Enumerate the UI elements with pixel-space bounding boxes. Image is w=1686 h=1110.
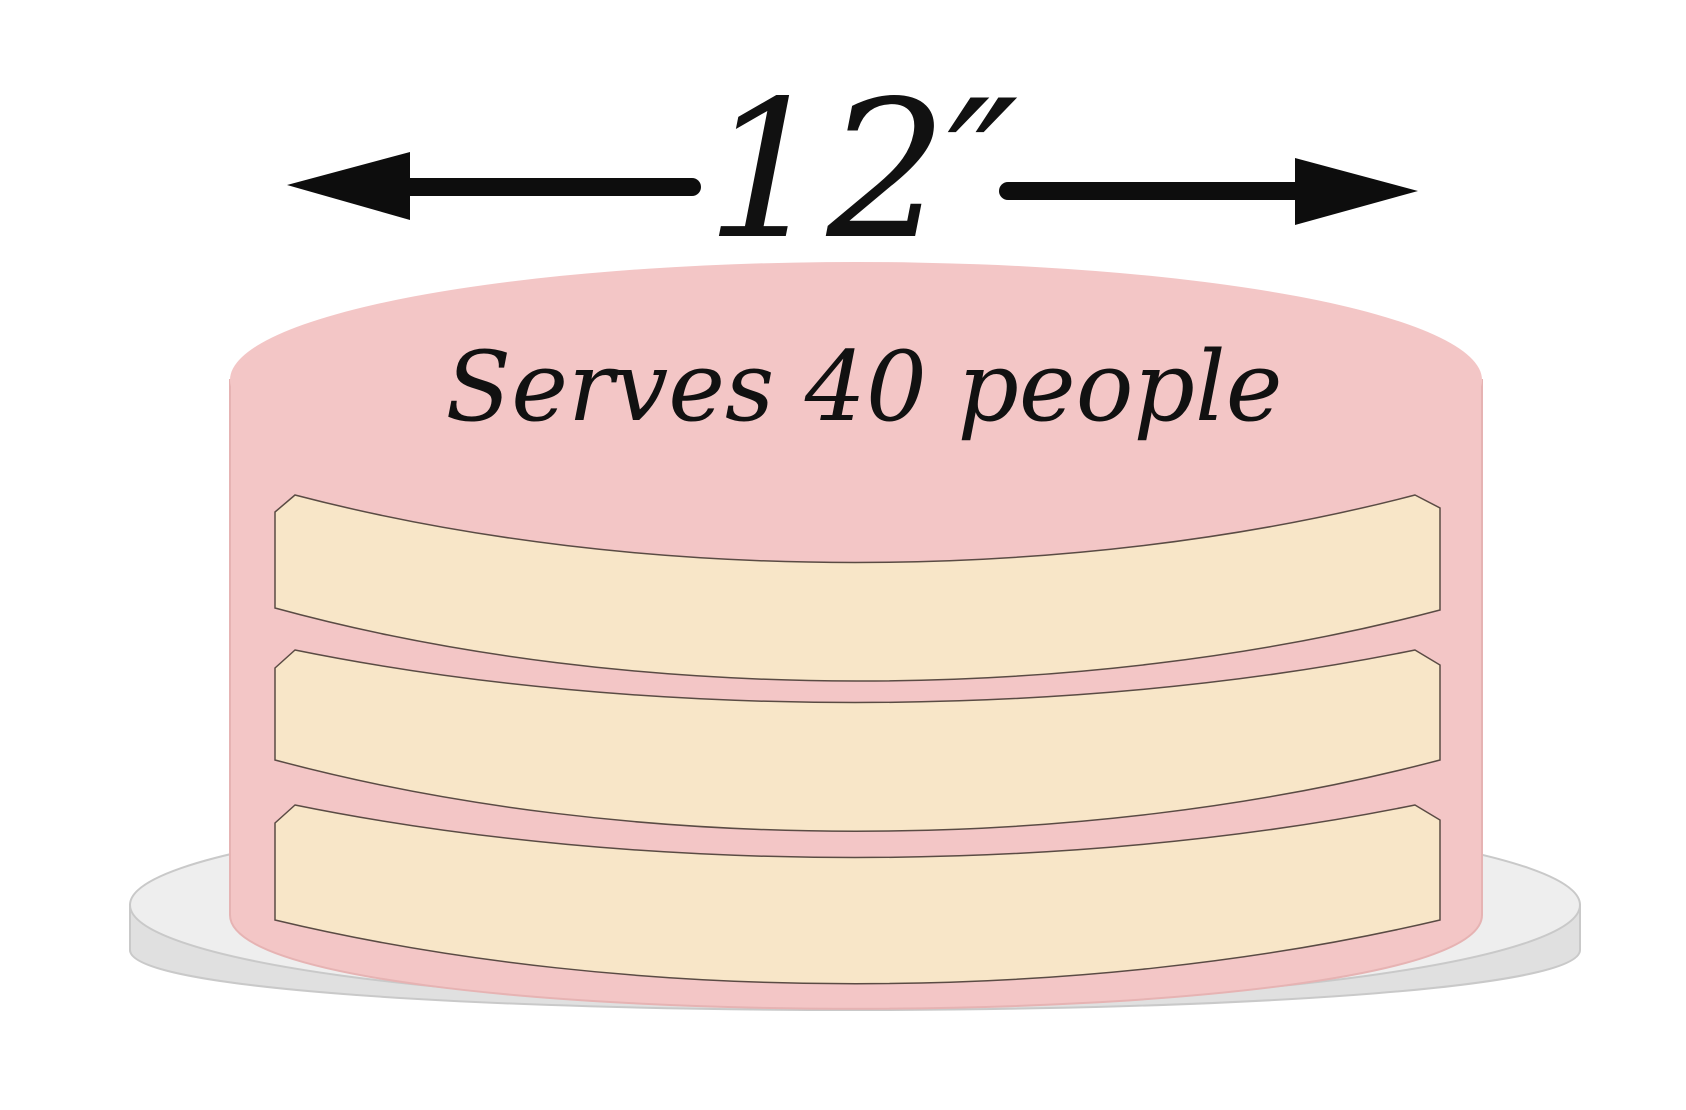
cake-layer-bottom bbox=[274, 804, 1441, 985]
left-arrowhead-icon bbox=[287, 152, 410, 220]
cake-layer-middle bbox=[274, 649, 1441, 832]
servings-label: Serves 40 people bbox=[446, 331, 1283, 443]
right-arrowhead-icon bbox=[1295, 158, 1418, 225]
width-arrows bbox=[287, 152, 1418, 225]
cake-layer-top bbox=[274, 494, 1441, 682]
cake-frosting-top bbox=[230, 262, 1482, 498]
cake-diameter-label: 12″ bbox=[706, 60, 1019, 281]
cake-layers bbox=[274, 494, 1441, 985]
